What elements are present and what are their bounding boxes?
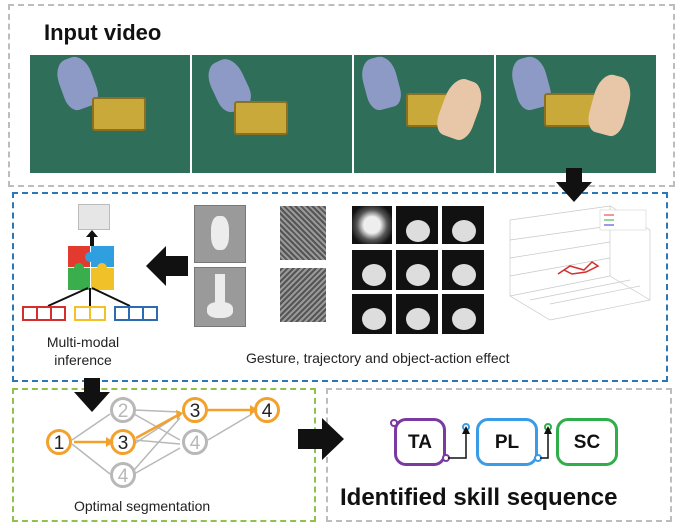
video-frame-3 xyxy=(354,55,494,173)
gesture-image xyxy=(442,294,484,334)
inference-output-thumbnail xyxy=(78,204,110,230)
object-image-1 xyxy=(194,205,246,263)
arrow-down-icon xyxy=(556,168,592,202)
video-frame-4 xyxy=(496,55,656,173)
segment-node-2: 2 xyxy=(110,397,136,423)
arrow-up-icon xyxy=(86,230,98,246)
segment-node-3: 3 xyxy=(110,429,136,455)
segmentation-panel xyxy=(12,388,316,522)
skill-sequence-title: Identified skill sequence xyxy=(340,484,618,511)
ta-connector xyxy=(390,419,398,427)
segment-node-4c: 4 xyxy=(254,397,280,423)
segment-node-4b: 4 xyxy=(182,429,208,455)
video-frame-2 xyxy=(192,55,352,173)
video-frame-1 xyxy=(30,55,190,173)
skill-sc: SC xyxy=(556,418,618,466)
segment-node-3b: 3 xyxy=(182,397,208,423)
multimodal-label-line1: Multi-modal xyxy=(46,334,120,350)
gesture-image xyxy=(442,206,484,244)
feature-panel xyxy=(12,192,668,382)
arrow-left-icon xyxy=(146,246,188,286)
gesture-image xyxy=(442,250,484,290)
puzzle-icon xyxy=(68,246,114,290)
gesture-image xyxy=(396,294,438,334)
trajectory-3d-plot xyxy=(509,205,651,321)
gesture-image xyxy=(396,250,438,290)
modal-inputs-lines xyxy=(47,287,131,307)
gesture-image xyxy=(396,206,438,244)
feature-caption: Gesture, trajectory and object-action ef… xyxy=(246,350,510,366)
input-video-panel xyxy=(8,4,675,187)
multimodal-label-line2: inference xyxy=(54,352,112,368)
arrow-down-small-icon xyxy=(74,378,110,412)
gesture-image xyxy=(352,250,392,290)
gesture-heatmap xyxy=(352,206,392,244)
arrow-right-icon xyxy=(298,418,344,460)
texture-image-2 xyxy=(280,268,326,322)
object-image-2 xyxy=(194,267,246,327)
skill-ta: TA xyxy=(394,418,446,466)
input-video-title: Input video xyxy=(44,20,162,45)
segment-node-4: 4 xyxy=(110,462,136,488)
segment-node-1: 1 xyxy=(46,429,72,455)
modal-input-vectors xyxy=(22,306,158,321)
texture-image-1 xyxy=(280,206,326,260)
gesture-image xyxy=(352,294,392,334)
segmentation-caption: Optimal segmentation xyxy=(74,498,211,514)
skill-pl: PL xyxy=(476,418,538,466)
